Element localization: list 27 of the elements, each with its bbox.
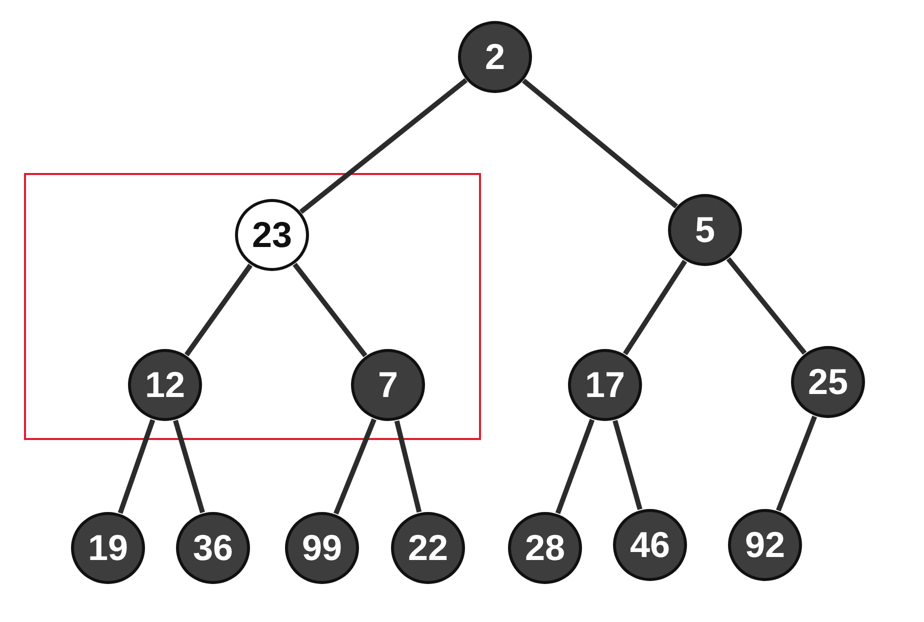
node-value: 19: [88, 530, 128, 566]
tree-edge: [622, 260, 688, 356]
tree-edge: [173, 420, 205, 514]
tree-edge: [522, 78, 678, 208]
tree-edge: [299, 78, 468, 214]
tree-edge: [334, 418, 376, 515]
tree-edge: [776, 416, 817, 512]
tree-edge: [394, 420, 422, 513]
node-value: 22: [408, 530, 448, 566]
node-value: 17: [584, 367, 626, 403]
node-value: 92: [744, 527, 786, 563]
node-value: 12: [144, 367, 186, 403]
tree-edge: [555, 418, 595, 514]
node-value: 46: [630, 527, 670, 563]
tree-edge: [292, 262, 368, 358]
node-value: 36: [192, 530, 234, 566]
tree-edge: [612, 420, 642, 510]
tree-edge: [118, 419, 156, 514]
tree-edge: [184, 264, 253, 356]
node-value: 7: [378, 367, 398, 403]
tree-edge: [726, 257, 807, 355]
node-value: 28: [524, 530, 566, 566]
node-value: 23: [252, 217, 292, 253]
node-value: 99: [302, 530, 342, 566]
node-value: 2: [484, 39, 506, 75]
node-value: 5: [694, 212, 716, 248]
node-value: 25: [808, 364, 848, 400]
